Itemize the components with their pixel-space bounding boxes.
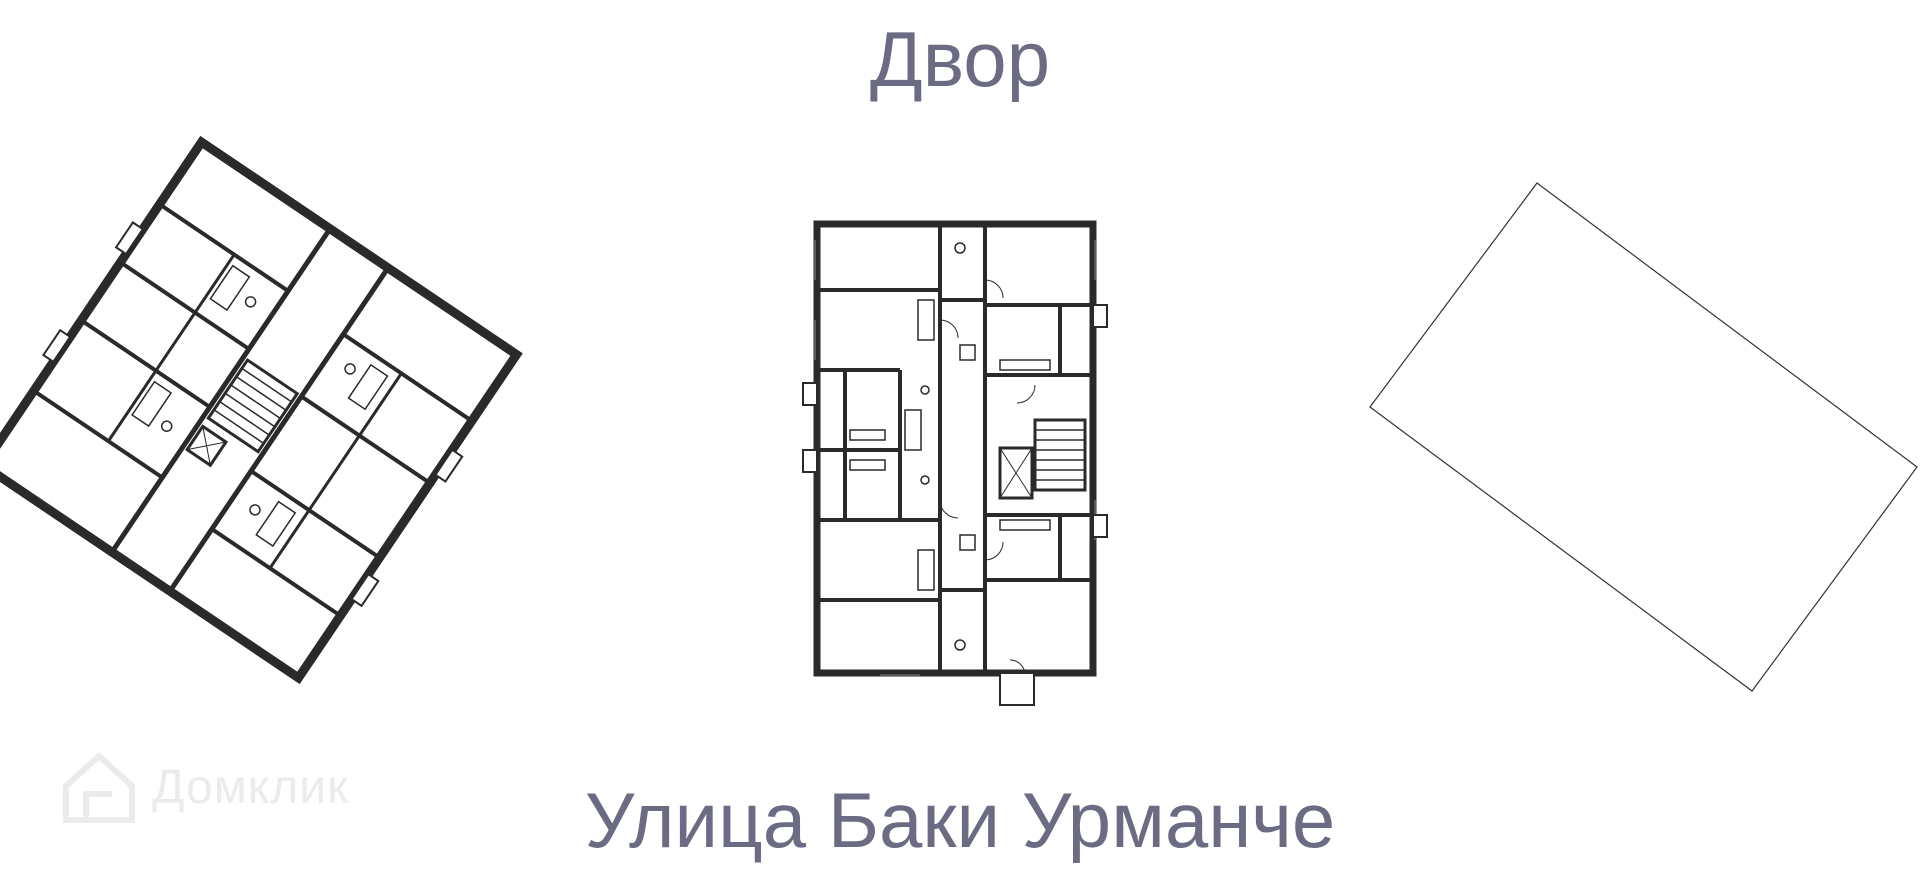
- courtyard-label: Двор: [869, 15, 1051, 103]
- watermark-brand: Домклик: [152, 760, 350, 814]
- watermark: Домклик: [60, 748, 349, 826]
- rotated-floor-plan: [0, 135, 523, 685]
- house-logo-icon: [63, 751, 135, 823]
- street-label: Улица Баки Урманче: [584, 776, 1336, 864]
- main-floor-plan: [802, 220, 1108, 706]
- building-footprint-outline: [1369, 182, 1918, 692]
